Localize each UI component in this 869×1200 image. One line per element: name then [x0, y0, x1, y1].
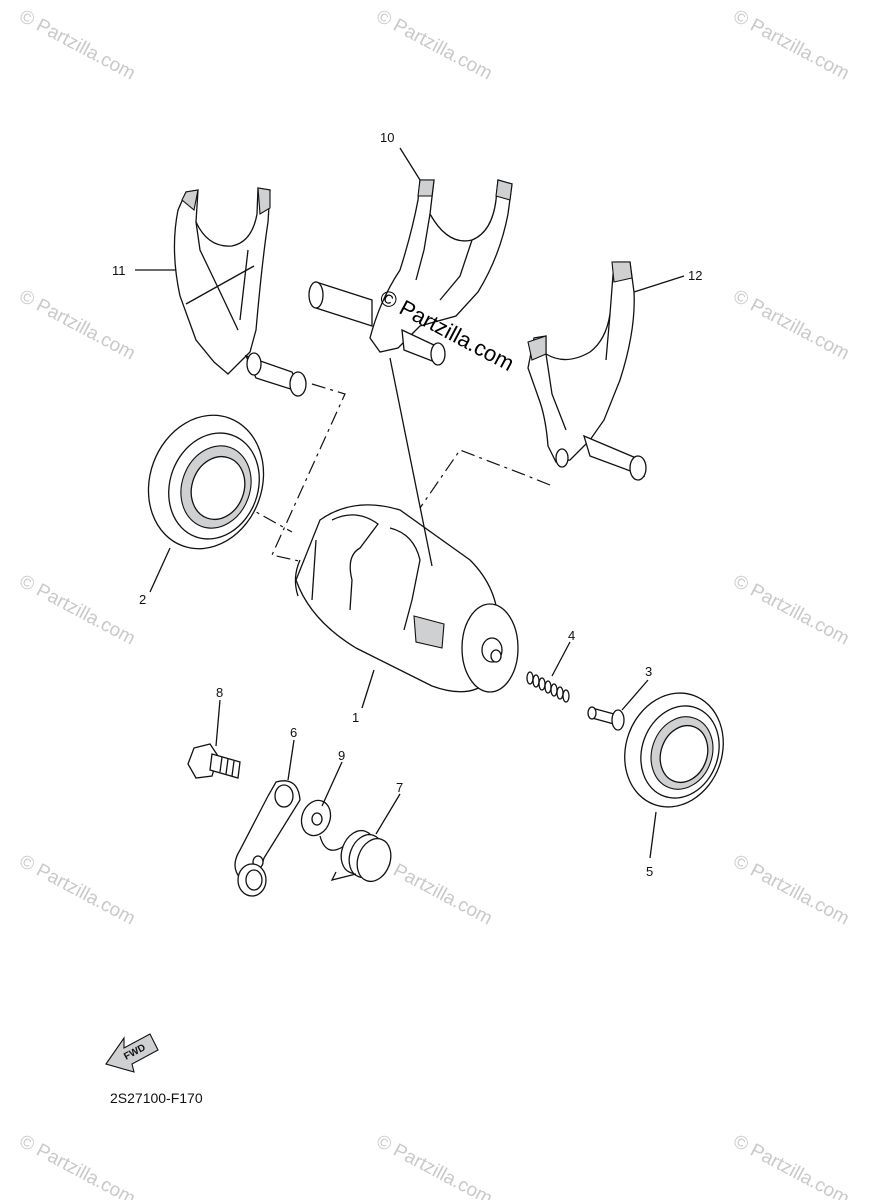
- shift-fork-12: [527, 261, 647, 481]
- callouts: 10 11 12 2 1 4 3 5 8 6 9 7: [112, 130, 702, 879]
- watermark: © Partzilla.com: [373, 1131, 496, 1200]
- callout-2: 2: [139, 592, 146, 607]
- watermark: © Partzilla.com: [730, 851, 853, 930]
- watermark: © Partzilla.com: [730, 571, 853, 650]
- spring-4: [526, 671, 570, 703]
- torsion-spring-7: [319, 829, 392, 883]
- watermark: © Partzilla.com: [373, 6, 496, 85]
- callout-5: 5: [646, 864, 653, 879]
- watermark: © Partzilla.com: [16, 571, 139, 650]
- bearing-5: [624, 692, 724, 808]
- callout-6: 6: [290, 725, 297, 740]
- watermark: © Partzilla.com: [730, 6, 853, 85]
- pin-3: [587, 706, 625, 731]
- shift-fork-11: [173, 187, 307, 397]
- shift-drum-1: [294, 504, 519, 693]
- callout-9: 9: [338, 748, 345, 763]
- watermark: © Partzilla.com: [16, 851, 139, 930]
- callout-12: 12: [688, 268, 702, 283]
- bearing-2: [147, 414, 265, 550]
- leader-lines: [135, 147, 685, 859]
- callout-8: 8: [216, 685, 223, 700]
- callout-1: 1: [352, 710, 359, 725]
- callout-7: 7: [396, 780, 403, 795]
- watermark: © Partzilla.com: [16, 286, 139, 365]
- watermark: © Partzilla.com: [373, 851, 496, 930]
- watermark: © Partzilla.com: [16, 6, 139, 85]
- shift-fork-10: [308, 179, 513, 366]
- callout-11: 11: [112, 263, 126, 278]
- watermark: © Partzilla.com: [16, 1131, 139, 1200]
- callout-4: 4: [568, 628, 575, 643]
- fwd-arrow-icon: FWD: [105, 1033, 159, 1073]
- washer-9: [300, 799, 332, 837]
- watermark: © Partzilla.com: [730, 286, 853, 365]
- stopper-lever-6: [234, 780, 301, 897]
- bolt-8: [187, 743, 241, 779]
- callout-10: 10: [380, 130, 394, 145]
- watermark: © Partzilla.com: [730, 1131, 853, 1200]
- callout-3: 3: [645, 664, 652, 679]
- diagram-code: 2S27100-F170: [110, 1090, 203, 1106]
